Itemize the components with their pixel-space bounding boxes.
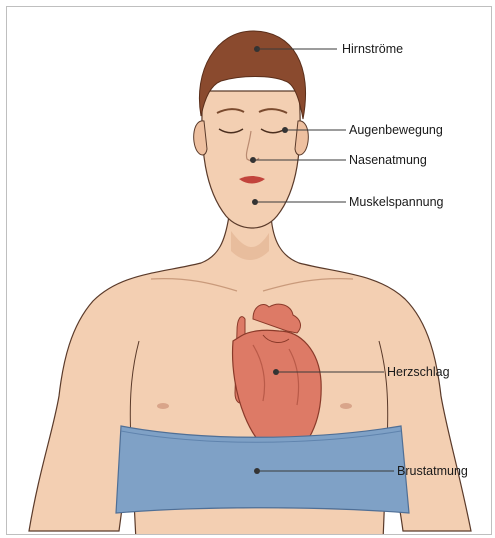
label-brain: Hirnströme (342, 42, 403, 56)
nipple-left (157, 403, 169, 409)
ear-right (295, 121, 308, 155)
diagram-frame: Hirnströme Augenbewegung Nasenatmung Mus… (6, 6, 492, 535)
label-chest: Brustatmung (397, 464, 468, 478)
human-figure-diagram: Hirnströme Augenbewegung Nasenatmung Mus… (7, 7, 492, 535)
label-eyes: Augenbewegung (349, 123, 443, 137)
label-nose: Nasenatmung (349, 153, 427, 167)
nipple-right (340, 403, 352, 409)
label-chin: Muskelspannung (349, 195, 444, 209)
ear-left (194, 121, 207, 155)
label-heart: Herzschlag (387, 365, 450, 379)
chest-belt (116, 426, 409, 513)
